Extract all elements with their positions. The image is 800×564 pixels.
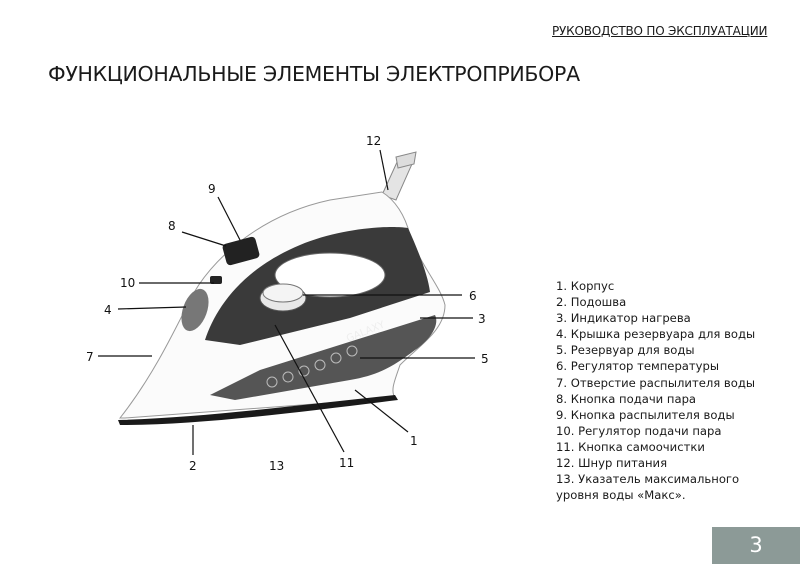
legend-item: 1. Корпус [556, 279, 615, 293]
legend-item: 11. Кнопка самоочистки [556, 439, 705, 454]
legend-item: 4. Крышка резервуара для воды [556, 327, 756, 342]
callout-7: 7 [86, 350, 94, 364]
legend-item: уровня воды «Макс». [556, 488, 686, 503]
callout-4: 4 [104, 303, 112, 317]
callout-6: 6 [469, 289, 477, 303]
legend-item: 12. Шнур питания [556, 456, 668, 471]
callout-1: 1 [410, 434, 418, 448]
legend-item: 10. Регулятор подачи пара [556, 423, 722, 438]
callout-5: 5 [481, 352, 489, 366]
legend-item: 9. Кнопка распылителя воды [556, 407, 735, 422]
callout-2: 2 [189, 459, 197, 473]
legend-item: 7. Отверстие распылителя воды [556, 375, 756, 390]
legend-item: 8. Кнопка подачи пара [556, 391, 697, 406]
legend-item: 5. Резервуар для воды [556, 343, 695, 358]
manual-section-header: РУКОВОДСТВО ПО ЭКСПЛУАТАЦИИ [552, 24, 768, 38]
callout-lines [98, 149, 475, 455]
legend-item: 2. Подошва [556, 295, 627, 310]
callout-13: 13 [269, 459, 284, 473]
callout-11: 11 [339, 456, 354, 470]
callout-9: 9 [208, 182, 216, 196]
callout-3: 3 [478, 312, 486, 326]
iron-illustration: GALAXY [118, 151, 446, 425]
legend-item: 13. Указатель максимального [556, 472, 740, 487]
callout-12: 12 [366, 134, 381, 148]
callout-8: 8 [168, 219, 176, 233]
legend-item: 6. Регулятор температуры [556, 359, 720, 374]
parts-legend: 1. Корпус 2. Подошва 3. Индикатор нагрев… [556, 278, 755, 503]
page-title: ФУНКЦИОНАЛЬНЫЕ ЭЛЕМЕНТЫ ЭЛЕКТРОПРИБОРА [48, 62, 580, 86]
legend-item: 3. Индикатор нагрева [556, 311, 691, 326]
callout-10: 10 [120, 276, 135, 290]
page-number: 3 [712, 527, 800, 564]
